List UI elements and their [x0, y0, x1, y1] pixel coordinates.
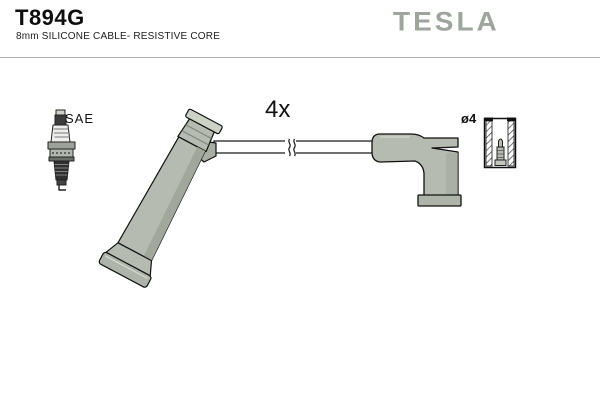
sae-spark-plug-label: SAE [65, 111, 95, 126]
coil-boot-illustration [371, 133, 462, 207]
socket-cross-section-illustration [483, 117, 517, 169]
tesla-logo: TESLA [393, 6, 500, 37]
spark-plug-boot-illustration [98, 108, 223, 288]
header-divider [0, 57, 600, 58]
ignition-cable-illustration [213, 138, 379, 157]
product-code: T894G [15, 5, 85, 30]
quantity-label: 4x [265, 96, 291, 123]
spark-plug-illustration [47, 109, 76, 191]
diameter-label: ø4 [461, 111, 477, 126]
product-subtitle: 8mm SILICONE CABLE- RESISTIVE CORE [16, 31, 221, 42]
